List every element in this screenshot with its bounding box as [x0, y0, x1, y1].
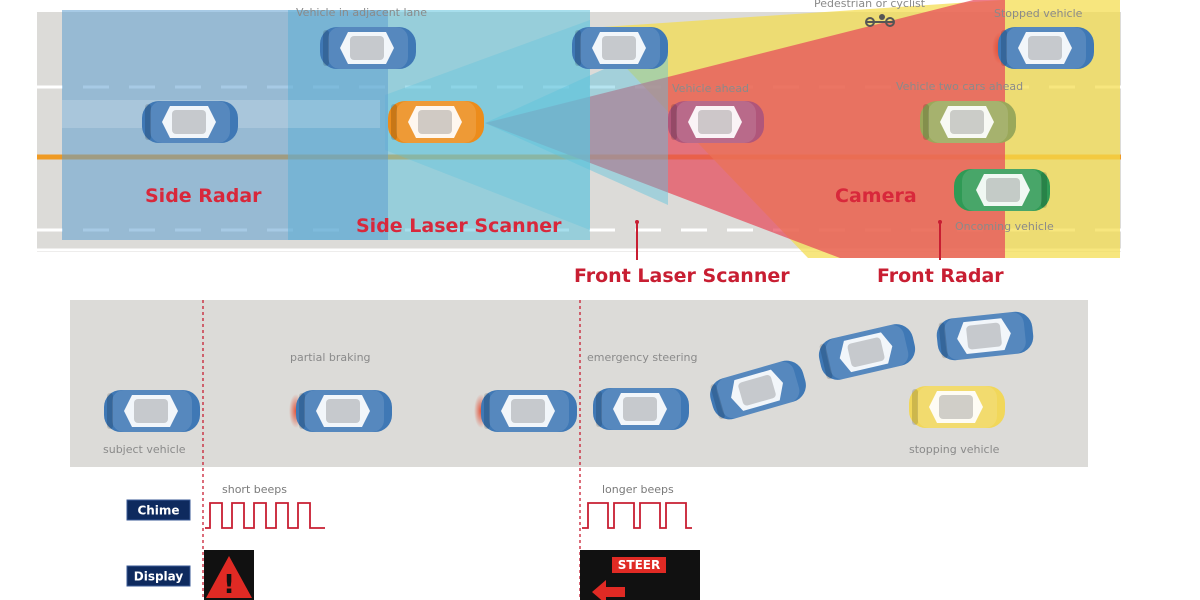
label-subject-vehicle: subject vehicle [103, 443, 186, 456]
label-pedestrian: Pedestrian or cyclist [814, 0, 926, 10]
display-badge [126, 565, 191, 587]
chime-badge-label: Chime [137, 504, 179, 518]
label-partial-braking: partial braking [290, 351, 371, 364]
car-subject-2 [296, 390, 392, 432]
car-two-ahead [920, 101, 1016, 143]
car-rear [142, 101, 238, 143]
car-adjacent-lane [320, 27, 416, 69]
car-subject [388, 101, 484, 143]
chime-row: Chime short beeps longer beeps [126, 483, 692, 529]
car-subject-4 [593, 388, 689, 430]
bottom-road-surface [70, 300, 1088, 467]
label-ahead: Vehicle ahead [672, 82, 749, 95]
left-arrow-icon [592, 580, 625, 600]
car-stopped [998, 27, 1094, 69]
display-row: Display ! STEER [126, 550, 700, 600]
car-subject-3 [481, 390, 577, 432]
cyclist-icon [865, 14, 895, 27]
car-ahead [668, 101, 764, 143]
steer-tag [612, 557, 666, 573]
car-oncoming [954, 169, 1050, 211]
car-adjacent-lane-2 [572, 27, 668, 69]
display-badge-label: Display [134, 570, 184, 584]
car-stopping [909, 386, 1005, 428]
label-longer-beeps: longer beeps [602, 483, 674, 496]
label-oncoming: Oncoming vehicle [955, 220, 1054, 233]
short-beeps-wave [205, 502, 325, 529]
label-adjacent-lane: Vehicle in adjacent lane [296, 6, 427, 19]
label-stopped: Stopped vehicle [994, 7, 1083, 20]
car-subject-1 [104, 390, 200, 432]
bottom-labels: subject vehicle partial braking emergenc… [103, 351, 1000, 456]
bottom-vehicles [104, 310, 1035, 432]
label-side-radar: Side Radar [145, 185, 262, 207]
top-vehicles [142, 14, 1094, 211]
warning-triangle-icon [206, 556, 252, 598]
top-labels: Vehicle in adjacent lane Pedestrian or c… [145, 0, 1083, 287]
longer-beeps-wave [582, 502, 692, 529]
label-emergency-steering: emergency steering [587, 351, 697, 364]
warning-glyph: ! [223, 570, 235, 600]
label-side-laser: Side Laser Scanner [356, 215, 562, 237]
steer-label: STEER [618, 558, 660, 572]
label-stopping-vehicle: stopping vehicle [909, 443, 1000, 456]
label-camera: Camera [835, 185, 917, 207]
label-front-laser: Front Laser Scanner [574, 265, 790, 287]
label-front-radar: Front Radar [877, 265, 1004, 287]
chime-badge [126, 499, 191, 521]
label-short-beeps: short beeps [222, 483, 287, 496]
bottom-road [70, 300, 1088, 467]
label-two-ahead: Vehicle two cars ahead [896, 80, 1023, 93]
